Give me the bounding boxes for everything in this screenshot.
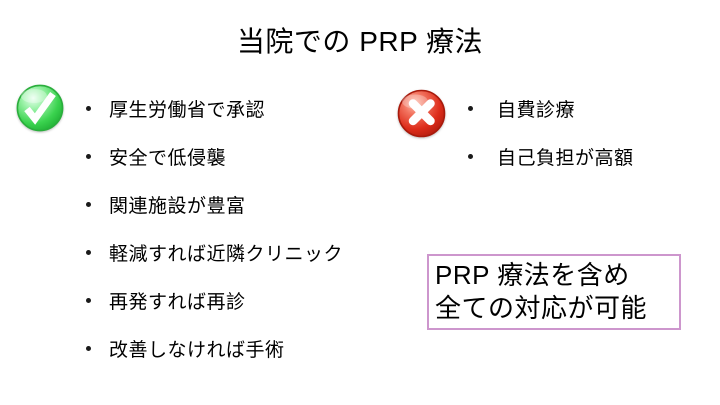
cons-item-label: 自費診療 <box>497 99 576 121</box>
list-item: 改善しなければ手術 <box>86 324 343 372</box>
cons-item-label: 自己負担が高額 <box>497 147 634 169</box>
list-item: 厚生労働省で承認 <box>86 84 343 132</box>
red-cross-icon <box>397 89 446 138</box>
bullet-icon <box>86 249 91 255</box>
pros-item-label: 厚生労働省で承認 <box>109 99 266 121</box>
bullet-icon <box>86 153 91 159</box>
pros-list: 厚生労働省で承認 安全で低侵襲 関連施設が豊富 軽減すれば近隣クリニック 再発す… <box>86 84 343 372</box>
bullet-icon <box>86 201 91 207</box>
callout-line: PRP 療法を含め <box>435 260 630 290</box>
callout-box: PRP 療法を含め 全ての対応が可能 <box>427 254 681 330</box>
list-item: 再発すれば再診 <box>86 276 343 324</box>
list-item: 関連施設が豊富 <box>86 180 343 228</box>
green-check-icon <box>16 84 64 132</box>
list-item: 自己負担が高額 <box>468 132 634 180</box>
list-item: 安全で低侵襲 <box>86 132 343 180</box>
callout-line: 全ての対応が可能 <box>435 293 648 323</box>
bullet-icon <box>468 105 473 111</box>
cons-list: 自費診療 自己負担が高額 <box>468 84 634 180</box>
bullet-icon <box>86 105 91 111</box>
pros-item-label: 安全で低侵襲 <box>109 147 227 169</box>
pros-item-label: 改善しなければ手術 <box>109 339 285 361</box>
list-item: 軽減すれば近隣クリニック <box>86 228 343 276</box>
pros-item-label: 再発すれば再診 <box>109 291 246 313</box>
list-item: 自費診療 <box>468 84 634 132</box>
pros-item-label: 軽減すれば近隣クリニック <box>109 243 344 265</box>
bullet-icon <box>468 153 473 159</box>
bullet-icon <box>86 297 91 303</box>
pros-item-label: 関連施設が豊富 <box>109 195 246 217</box>
slide-title: 当院での PRP 療法 <box>236 26 484 57</box>
bullet-icon <box>86 345 91 351</box>
